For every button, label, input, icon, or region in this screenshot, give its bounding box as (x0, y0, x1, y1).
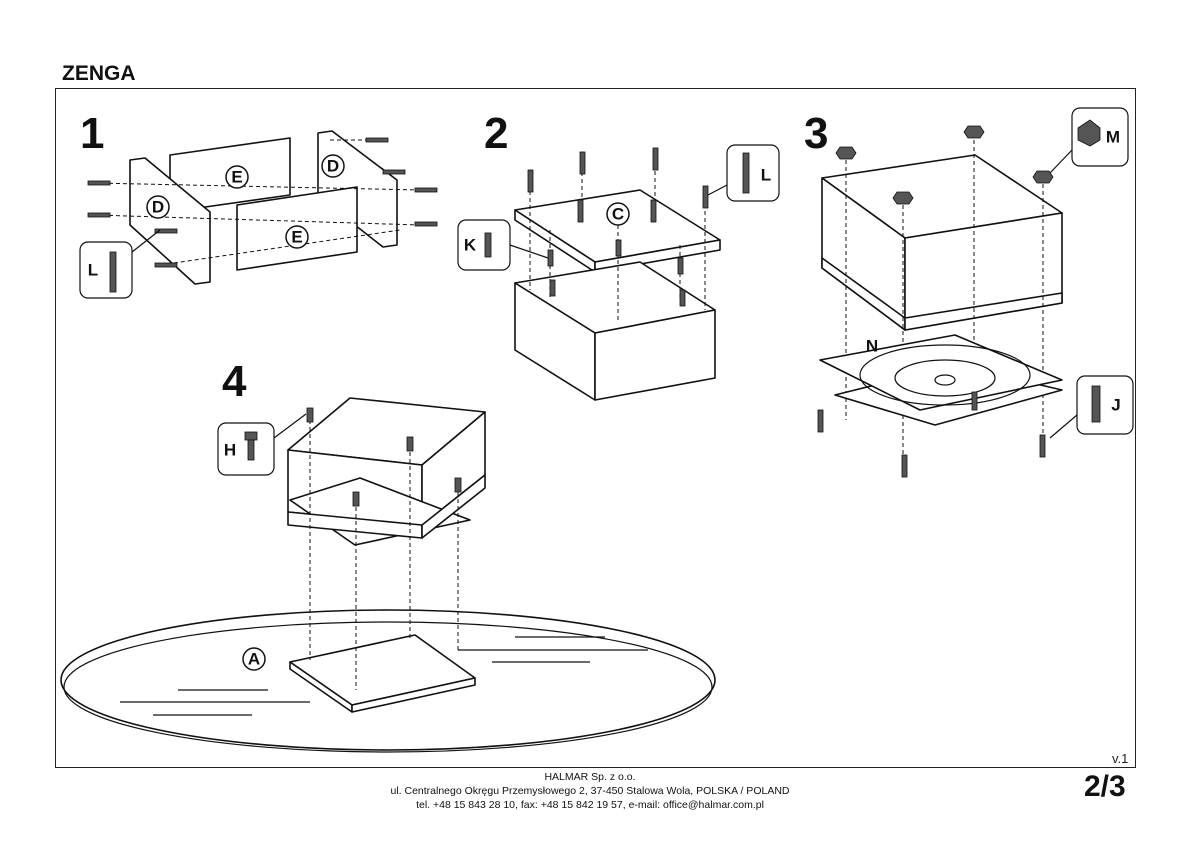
part-label-e: E (291, 228, 302, 247)
panel-d-left (129, 157, 211, 285)
step-number-2: 2 (484, 109, 508, 158)
page-number: 2/3 (1084, 770, 1126, 803)
footer-company: HALMAR Sp. z o.o. (544, 771, 636, 783)
part-label-d: D (152, 198, 164, 217)
part-label-c: C (612, 205, 624, 224)
screw-j-icon (1091, 385, 1101, 423)
nut-m-icon (1077, 119, 1101, 147)
nuts-m (835, 125, 1054, 205)
callout-screw-l (726, 144, 780, 202)
document-title: ZENGA (62, 62, 136, 85)
part-label-e: E (231, 168, 242, 187)
part-label-d: D (327, 157, 339, 176)
part-label-n: N (866, 337, 878, 356)
diagram-frame (55, 88, 1136, 768)
part-label-l: L (761, 166, 771, 185)
part-label-j: J (1111, 396, 1120, 415)
part-label-l: L (88, 261, 98, 280)
step-3: 3 N M J (804, 107, 1134, 478)
part-label-h: H (224, 441, 236, 460)
screws-step-1 (87, 137, 438, 268)
step-4: 4 A H (60, 357, 716, 753)
part-label-a: A (248, 650, 260, 669)
part-label-k: K (464, 236, 477, 255)
swivel-upper-plate (819, 334, 1063, 411)
callout-screw-h (217, 422, 275, 476)
footer-address: ul. Centralnego Okręgu Przemysłowego 2, … (390, 785, 790, 797)
screw-h-icon (244, 431, 258, 441)
screw-l-icon (109, 251, 117, 293)
step-number-4: 4 (222, 357, 247, 406)
dowel-k-icon (484, 232, 492, 258)
screws-h (306, 407, 462, 507)
step-number-3: 3 (804, 109, 828, 158)
step-2: 2 C K L (457, 109, 780, 401)
screws-j (817, 391, 1046, 478)
screw-l-icon (742, 152, 750, 194)
box-front (594, 309, 716, 401)
footer: HALMAR Sp. z o.o. ul. Centralnego Okręgu… (330, 770, 850, 812)
step-1: 1 D E D E L (79, 109, 438, 299)
callout-screw-j (1076, 375, 1134, 435)
step-number-1: 1 (80, 109, 104, 158)
screws-step-2 (527, 147, 709, 307)
version-label: v.1 (1112, 751, 1129, 766)
callout-screw-l (79, 241, 133, 299)
part-label-m: M (1106, 128, 1120, 147)
footer-contact: tel. +48 15 843 28 10, fax: +48 15 842 1… (416, 799, 764, 811)
